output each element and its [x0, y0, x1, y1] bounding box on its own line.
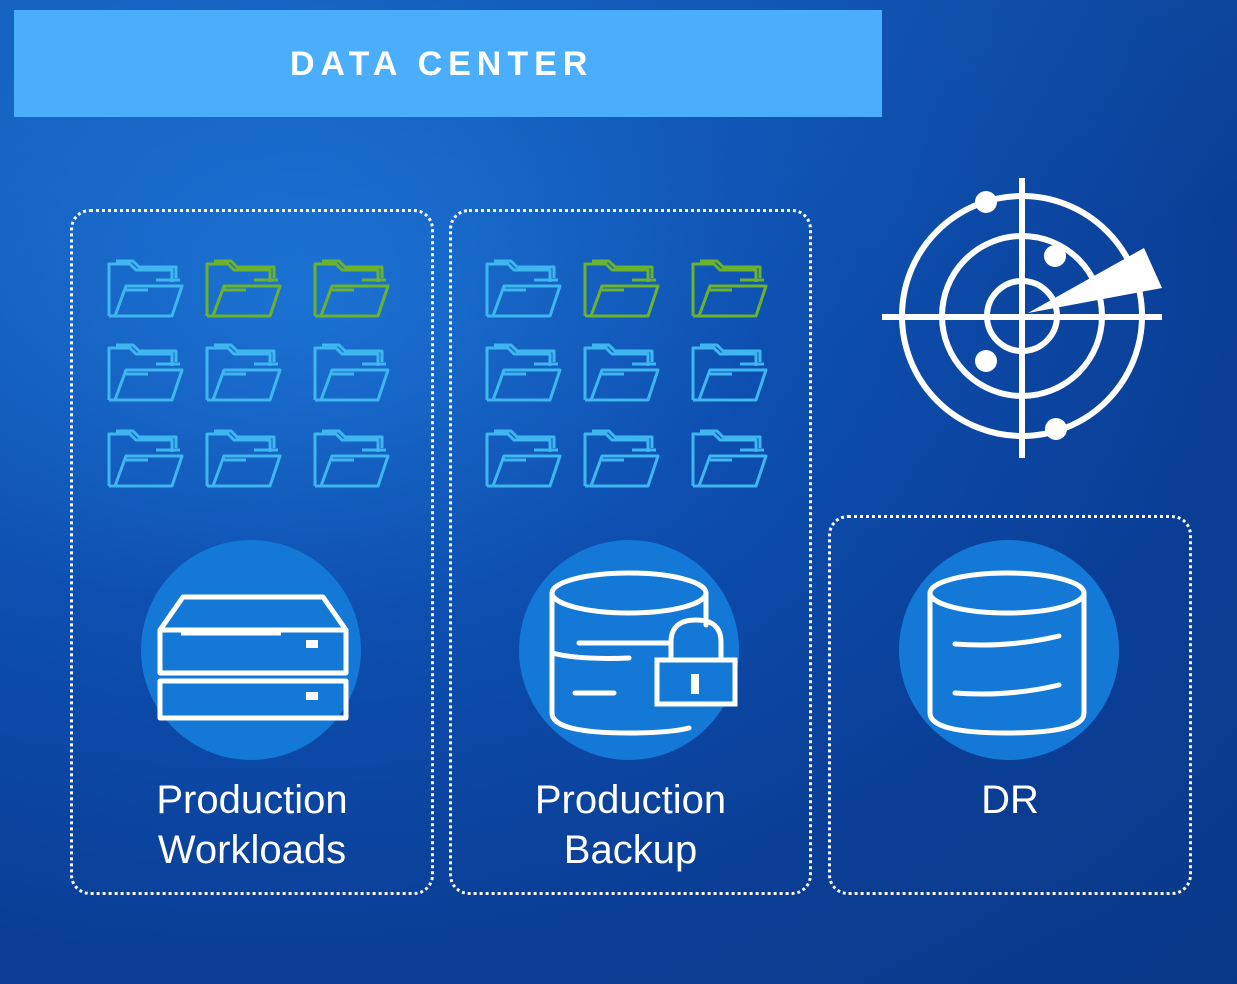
production-backup-label-line2: Backup [563, 828, 698, 872]
folder-icon-green [690, 258, 770, 320]
production-workloads-label-line2: Workloads [157, 828, 347, 872]
page-title: DATA CENTER [290, 45, 594, 83]
folder-icon [484, 428, 564, 490]
folder-icon [106, 428, 186, 490]
database-icon [927, 570, 1087, 736]
header-bar [14, 10, 882, 117]
radar-icon [882, 178, 1162, 458]
folder-icon [582, 428, 662, 490]
folder-icon-green [582, 258, 662, 320]
folder-icon [106, 342, 186, 404]
database-lock-icon [549, 570, 738, 736]
folder-icon [204, 342, 284, 404]
production-workloads-label: Production Workloads [70, 775, 434, 875]
production-workloads-label-line1: Production [156, 778, 348, 822]
folder-icon [204, 428, 284, 490]
folder-icon [690, 342, 770, 404]
production-backup-label-line1: Production [534, 778, 727, 822]
folder-icon-green [312, 258, 392, 320]
production-backup-label: Production Backup [449, 775, 812, 875]
server-drives-icon [157, 594, 349, 721]
folder-icon-green [204, 258, 284, 320]
dr-panel [828, 515, 1192, 895]
folder-icon [484, 342, 564, 404]
server-icon-circle [141, 540, 361, 760]
production-workloads-panel [70, 209, 434, 895]
production-backup-panel [449, 209, 812, 895]
dr-label: DR [981, 778, 1039, 822]
folder-icon [690, 428, 770, 490]
folder-icon [312, 428, 392, 490]
folder-icon [106, 258, 186, 320]
folder-icon [484, 258, 564, 320]
folder-icon [582, 342, 662, 404]
folder-icon [312, 342, 392, 404]
